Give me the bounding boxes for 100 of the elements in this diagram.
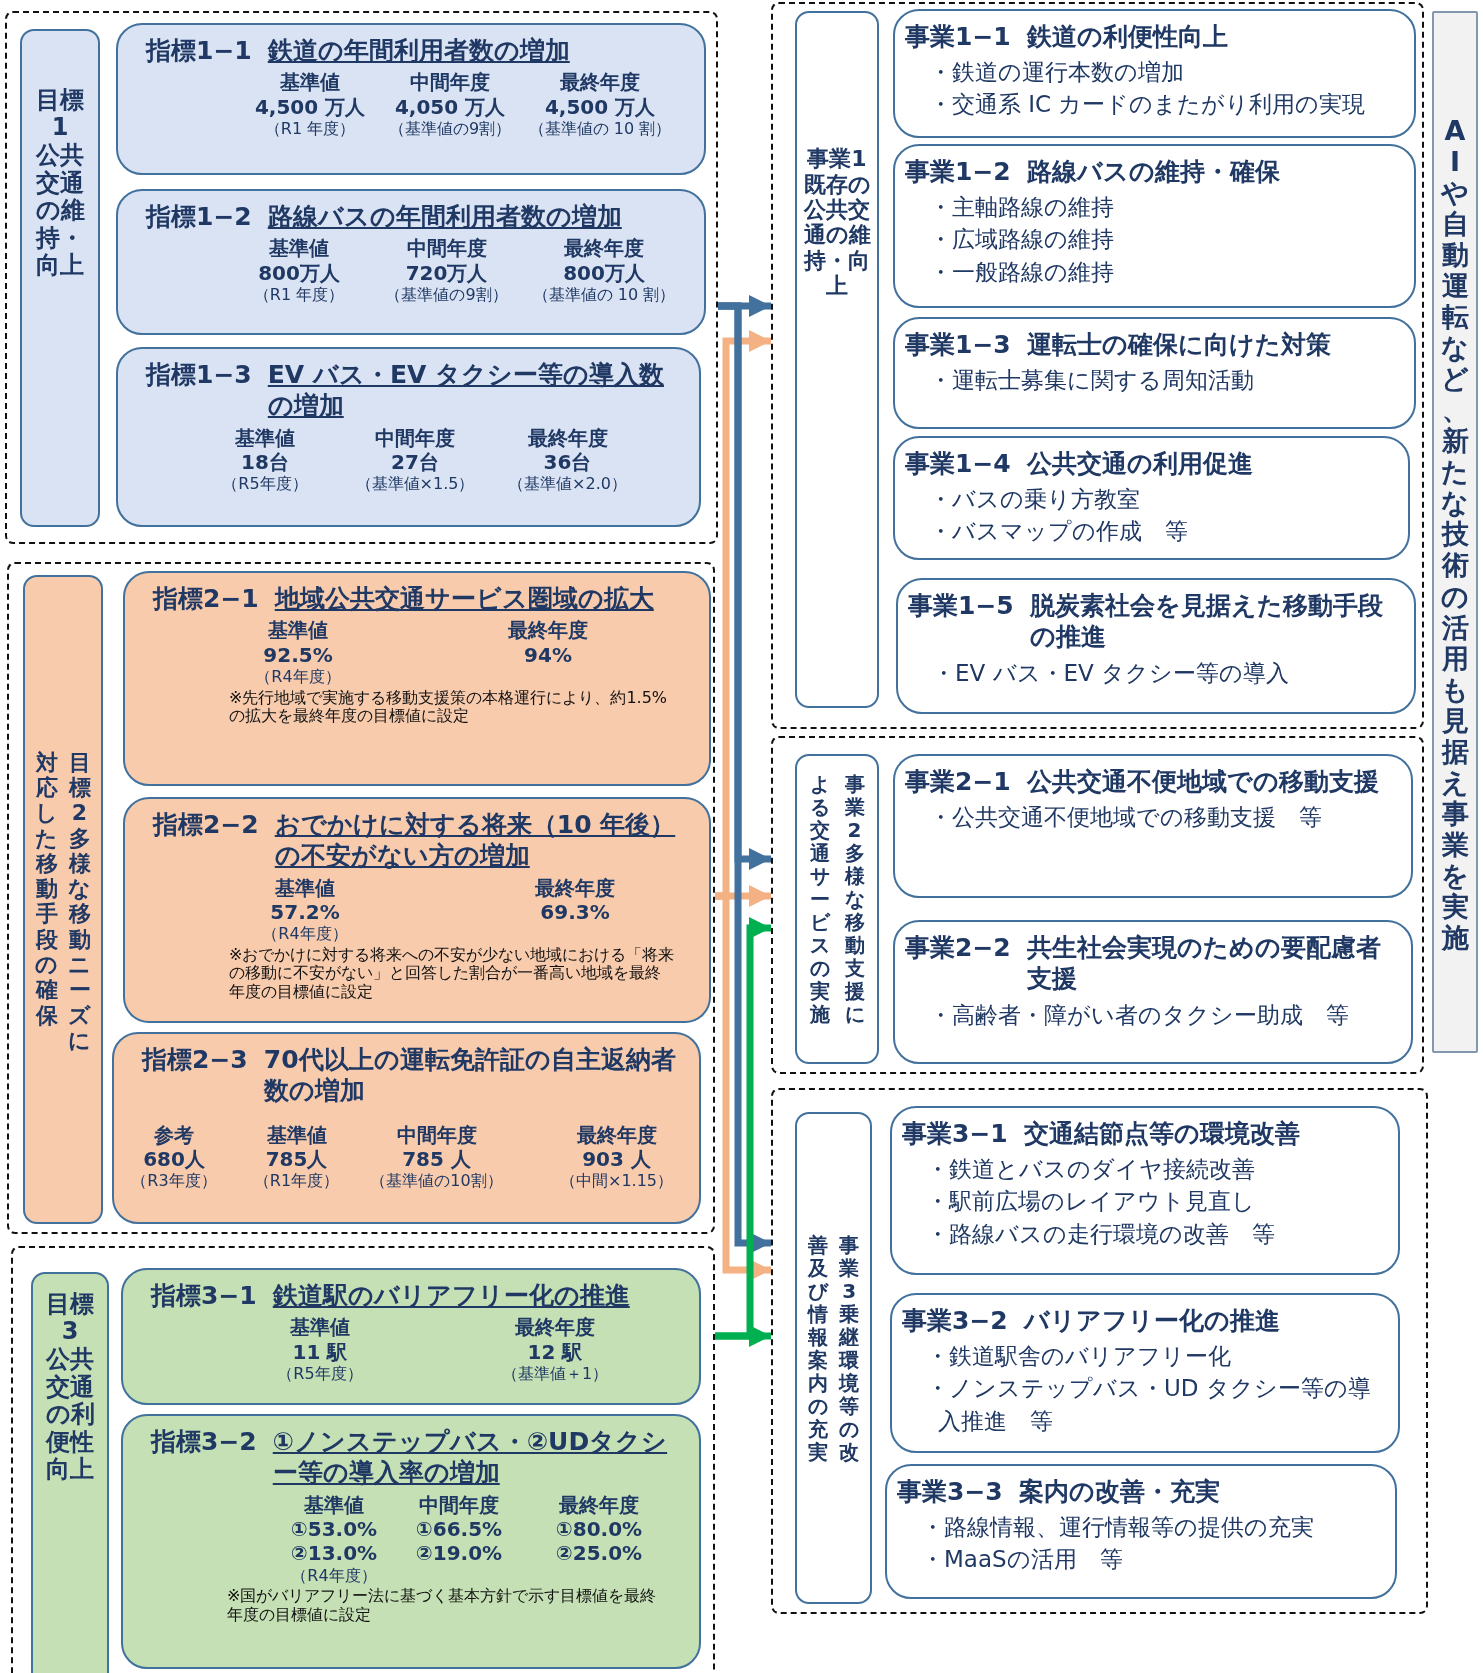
value-text: ②19.0%: [414, 1541, 504, 1566]
value-text: 4,500 万人: [253, 94, 367, 120]
bullet-item: ・高齢者・障がい者のタクシー助成 等: [928, 1000, 1350, 1030]
value-text: 4,500 万人: [543, 94, 657, 120]
indicator-card: [121, 1268, 701, 1405]
indicator-label: 指標1−1: [146, 35, 252, 67]
value-text: 12 駅: [526, 1339, 584, 1365]
note-text: ※先行地域で実施する移動支援策の本格運行により、約1.5%の拡大を最終年度の目標値に設定: [229, 688, 669, 726]
bullet-item: ・路線情報、運行情報等の提供の充実: [920, 1513, 1315, 1543]
bullet-item: ・駅前広場のレイアウト見直し: [925, 1187, 1256, 1217]
dashed-frame: [7, 562, 715, 1234]
dashed-frame: [771, 736, 1424, 1074]
project-card: [893, 754, 1413, 898]
column-heading: 基準値: [289, 1315, 351, 1340]
goal-band: 目標3 公共交通の利便性向上: [31, 1272, 109, 1673]
value-text: 69.3%: [539, 899, 611, 925]
project-title: 公共交通不便地域での移動支援: [1026, 766, 1379, 798]
project-title: 脱炭素社会を見据えた移動手段の推進: [1029, 590, 1384, 653]
bullet-item: ・鉄道駅舎のバリアフリー化: [925, 1342, 1232, 1372]
project-card: [893, 144, 1416, 308]
policy-band: AIや自動運転など、新たな技術の活用も見据え事業を実施: [1432, 11, 1478, 1053]
value-text: 800万人: [562, 260, 646, 286]
value-text: 27台: [390, 449, 440, 475]
indicator-card: [116, 347, 701, 527]
column-heading: 基準値: [279, 70, 341, 95]
value-text: 785人: [264, 1146, 329, 1172]
project-title: 運転士の確保に向けた対策: [1026, 329, 1331, 361]
column-heading: 基準値: [274, 875, 336, 900]
indicator-label: 指標2−3: [142, 1044, 248, 1076]
value-text: （R5年度）: [221, 474, 309, 494]
value-text: 92.5%: [262, 642, 334, 668]
bullet-item: ・MaaSの活用 等: [920, 1545, 1124, 1575]
bullet-item: ・バスマップの作成 等: [928, 517, 1189, 547]
value-text: （基準値＋1）: [500, 1364, 610, 1384]
value-text: （基準値の9割）: [384, 285, 509, 305]
bullet-item: ・路線バスの走行環境の改善 等: [925, 1219, 1276, 1249]
value-text: ②25.0%: [554, 1541, 644, 1566]
column-heading: 最終年度: [563, 236, 645, 261]
indicator-title: EV バス・EV タクシー等の導入数の増加: [267, 359, 665, 422]
indicator-title: 路線バスの年間利用者数の増加: [267, 201, 622, 233]
column-heading: 最終年度: [507, 618, 589, 643]
bullet-item: ・運転士募集に関する周知活動: [928, 366, 1255, 396]
project-card: [896, 578, 1416, 714]
project-card: [893, 317, 1416, 429]
note-text: ※国がバリアフリー法に基づく基本方針で示す目標値を最終年度の目標値に設定: [227, 1587, 658, 1624]
bullet-item: ・EV バス・EV タクシー等の導入: [931, 658, 1291, 688]
goal-band: 目標1 公共交通の維持・向上: [20, 29, 100, 527]
value-text: （基準値×1.5）: [354, 474, 476, 494]
project-title: 共生社会実現のための要配慮者支援: [1026, 932, 1382, 995]
project-band: 事業3 乗継環境等の改善及び情報案内の充実: [795, 1112, 872, 1604]
bullet-item: ・ノンステップバス・UD タクシー等の導入推進 等: [925, 1374, 1372, 1436]
note-text: ※おでかけに対する将来への不安が少ない地域における「将来の移動に不安がない」と回答した割合が一番高い地域を最終年度の目標値に設定: [229, 945, 675, 1001]
bullet-item: ・鉄道とバスのダイヤ接続改善: [925, 1155, 1256, 1185]
project-card: [893, 436, 1410, 560]
value-text: （R4年度）: [254, 667, 342, 687]
column-heading: 中間年度: [409, 70, 491, 95]
value-text: （基準値の10割）: [369, 1171, 504, 1191]
indicator-title: 鉄道駅のバリアフリー化の推進: [272, 1280, 630, 1312]
indicator-card: [121, 1414, 701, 1669]
indicator-card: [116, 189, 706, 335]
column-heading: 参考: [153, 1122, 195, 1147]
column-heading: 中間年度: [418, 1492, 500, 1517]
value-text: 800万人: [257, 260, 341, 286]
column-heading: 最終年度: [534, 875, 616, 900]
column-heading: 中間年度: [374, 425, 456, 450]
project-label: 事業3−1: [902, 1118, 1008, 1150]
project-card: [893, 920, 1413, 1064]
project-title: バリアフリー化の推進: [1023, 1305, 1280, 1337]
column-heading: 基準値: [265, 1122, 328, 1147]
bullet-item: ・広域路線の維持: [928, 225, 1115, 255]
project-label: 事業2−2: [905, 932, 1011, 964]
value-text: （R4年度）: [261, 924, 349, 944]
bullet-item: ・交通系 IC カードのまたがり利用の実現: [928, 90, 1367, 120]
indicator-label: 指標2−2: [153, 809, 259, 841]
value-text: （R4年度）: [290, 1565, 378, 1586]
goal-band: 目標2 多様な移動ニーズに対応した移動手段の確保: [23, 575, 103, 1224]
column-heading: 基準値: [303, 1492, 365, 1517]
project-band: 事業2 多様な移動支援による交通サービスの実施: [795, 754, 879, 1064]
column-heading: 中間年度: [405, 236, 488, 261]
value-text: （R1 年度）: [263, 119, 357, 139]
project-label: 事業1−2: [905, 156, 1011, 188]
project-card: [890, 1293, 1400, 1453]
project-label: 事業1−5: [908, 590, 1014, 622]
value-text: 36台: [542, 449, 593, 475]
value-text: （中間×1.15）: [559, 1171, 674, 1191]
indicator-title: ①ノンステップバス・②UDタクシー等の導入率の増加: [272, 1426, 669, 1489]
indicator-title: 70代以上の運転免許証の自主返納者数の増加: [263, 1044, 677, 1107]
value-text: 903 人: [581, 1146, 652, 1172]
project-title: 鉄道の利便性向上: [1026, 21, 1228, 53]
project-label: 事業1−1: [905, 21, 1011, 53]
project-label: 事業3−3: [897, 1476, 1003, 1508]
indicator-label: 指標1−3: [146, 359, 252, 391]
project-card: [890, 1106, 1400, 1275]
project-title: 交通結節点等の環境改善: [1023, 1118, 1300, 1150]
project-card: [893, 9, 1416, 138]
value-text: （R1年度）: [252, 1171, 341, 1191]
project-label: 事業1−3: [905, 329, 1011, 361]
project-card: [885, 1464, 1397, 1599]
column-heading: 基準値: [234, 425, 296, 450]
value-text: 94%: [523, 642, 573, 668]
